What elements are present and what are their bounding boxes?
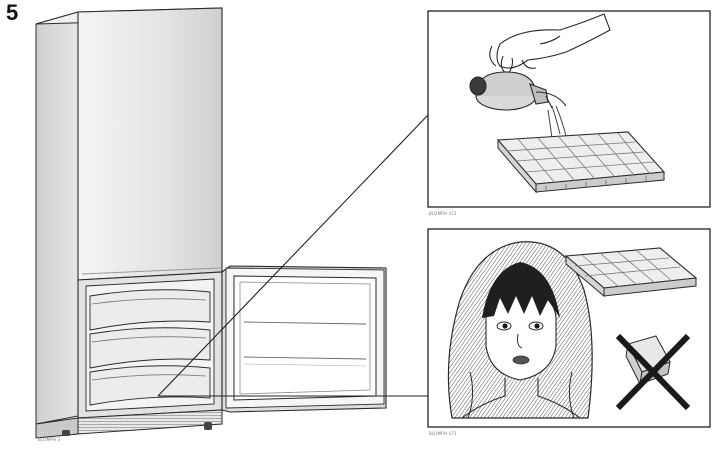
figure-number: 5 bbox=[6, 0, 18, 26]
cabinet-side bbox=[36, 12, 78, 424]
panel-fill-ice-tray bbox=[428, 11, 710, 207]
bottom-panel-drawing-code: BLOMPH 471 bbox=[429, 431, 457, 436]
freezer-door-open bbox=[222, 266, 386, 412]
freezer-drawers bbox=[90, 290, 210, 405]
fridge-door bbox=[78, 8, 222, 280]
fridge-drawing-code: BLOMPH 3 bbox=[38, 437, 60, 442]
top-panel-drawing-code: BLOMPH 472 bbox=[429, 211, 457, 216]
fridge-freezer bbox=[36, 8, 386, 438]
panel-child-warning bbox=[428, 229, 710, 427]
